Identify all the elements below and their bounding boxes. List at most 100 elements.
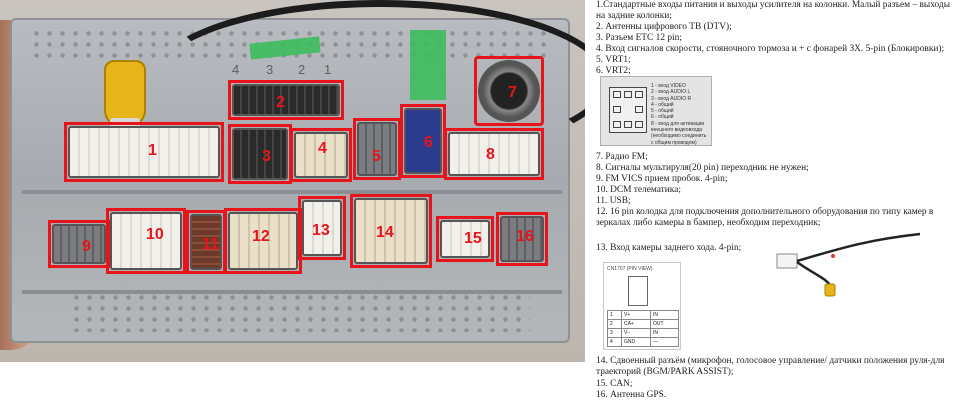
legend-line: 3 - вход AUDIO R bbox=[651, 95, 692, 102]
connector-12 bbox=[228, 212, 298, 270]
marker-4: 4 bbox=[318, 140, 327, 157]
plug-diagram bbox=[609, 87, 647, 133]
connector-5 bbox=[357, 122, 397, 176]
marker-box-2 bbox=[228, 80, 344, 120]
camera-adapter-cable-image bbox=[776, 232, 921, 297]
pin-label-4: 4 bbox=[232, 62, 240, 77]
marker-3: 3 bbox=[262, 148, 271, 165]
panel-rail-1 bbox=[22, 190, 562, 194]
note-item: 11. USB; bbox=[596, 196, 631, 206]
connector-2 bbox=[232, 84, 340, 116]
notes-mid: 7. Радио FM; 8. Сигналы мультируля(20 pi… bbox=[596, 152, 958, 229]
marker-box-7 bbox=[474, 56, 544, 126]
note-item: 1.Стандартные входы питания и выходы уси… bbox=[596, 0, 951, 21]
pin-label-3: 3 bbox=[266, 62, 274, 77]
notes-top: 1.Стандартные входы питания и выходы уси… bbox=[596, 0, 958, 77]
av-input-legend: 1 - вход VIDEO 2 - вход AUDIO L 3 - вход… bbox=[600, 76, 712, 146]
connector-9 bbox=[52, 224, 106, 264]
connector-4 bbox=[294, 132, 348, 178]
connector-15 bbox=[440, 220, 490, 258]
legend-line: 6 - общий bbox=[651, 114, 674, 121]
marker-box-10 bbox=[106, 208, 186, 274]
marker-10: 10 bbox=[146, 226, 164, 243]
legend-line: внешнего видеовхода bbox=[651, 127, 703, 134]
marker-7: 7 bbox=[508, 84, 517, 101]
marker-box-5 bbox=[353, 118, 401, 180]
note-item: 2. Антенны цифрового ТВ (DTV); bbox=[596, 22, 732, 32]
pin-label-2: 2 bbox=[298, 62, 306, 77]
marker-1: 1 bbox=[148, 142, 157, 159]
camera-cable bbox=[150, 0, 585, 160]
marker-15: 15 bbox=[464, 230, 482, 247]
marker-5: 5 bbox=[372, 148, 381, 165]
marker-16: 16 bbox=[516, 228, 534, 245]
legend-line: 8 - вход для активации bbox=[651, 120, 705, 127]
note-item: 5. VRT1; bbox=[596, 55, 631, 65]
connector-6 bbox=[404, 108, 442, 174]
connector-11 bbox=[190, 214, 222, 270]
marker-box-15 bbox=[436, 216, 494, 262]
connector-3 bbox=[232, 128, 288, 180]
vent-holes-bottom bbox=[70, 292, 530, 332]
note-item: 16. Антенна GPS. bbox=[596, 390, 667, 401]
note-item: 3. Разъем ETC 12 pin; bbox=[596, 33, 682, 43]
note-item: 9. FM VICS прием пробок. 4-pin; bbox=[596, 174, 728, 184]
marker-8: 8 bbox=[486, 146, 495, 163]
marker-box-9 bbox=[48, 220, 110, 268]
connector-14 bbox=[354, 198, 428, 264]
pin-table-caption: CN1707 (PIN VIEW) bbox=[607, 266, 653, 272]
legend-line: (необходимо соединить bbox=[651, 133, 707, 140]
note-item: 10. DCM телематика; bbox=[596, 185, 681, 195]
connector-7 bbox=[478, 60, 540, 122]
marker-box-4 bbox=[290, 128, 352, 182]
note-item: 4. Вход сигналов скорости, стояночного т… bbox=[596, 44, 945, 54]
connector-16 bbox=[500, 216, 544, 262]
marker-6: 6 bbox=[424, 134, 433, 151]
panel-rail-2 bbox=[22, 290, 562, 294]
note-item: 15. CAN; bbox=[596, 378, 633, 389]
adapter-wire-mark bbox=[831, 254, 835, 258]
marker-box-6 bbox=[400, 104, 446, 178]
marker-12: 12 bbox=[252, 228, 270, 245]
connector-1 bbox=[68, 126, 220, 178]
marker-11: 11 bbox=[202, 236, 219, 253]
legend-line: 4 - общий bbox=[651, 101, 674, 108]
marker-box-8 bbox=[444, 128, 544, 180]
marker-14: 14 bbox=[376, 224, 394, 241]
marker-box-13 bbox=[298, 196, 346, 260]
legend-line: 1 - вход VIDEO bbox=[651, 83, 686, 89]
adapter-plug bbox=[776, 253, 798, 269]
note-item: 7. Радио FM; bbox=[596, 152, 648, 162]
note-item: 14. Сдвоенный разъём (микрофон, голосово… bbox=[596, 356, 945, 378]
connector-10 bbox=[110, 212, 182, 270]
marker-9: 9 bbox=[82, 238, 91, 255]
adapter-rca bbox=[824, 283, 836, 297]
legend-list: 1 - вход VIDEO 2 - вход AUDIO L 3 - вход… bbox=[651, 83, 706, 146]
marker-box-14 bbox=[350, 194, 432, 268]
note-item: 6. VRT2; bbox=[596, 66, 631, 76]
marker-box-16 bbox=[496, 212, 548, 266]
marker-13: 13 bbox=[312, 222, 330, 239]
connector-8 bbox=[448, 132, 540, 176]
marker-2: 2 bbox=[276, 94, 285, 111]
legend-line: 2 - вход AUDIO L bbox=[651, 89, 691, 96]
note-item-13: 13. Вход камеры заднего хода. 4-pin; bbox=[596, 243, 742, 253]
marker-box-3 bbox=[228, 124, 292, 184]
marker-box-1 bbox=[64, 122, 224, 182]
head-unit-photo: 4 3 2 1 1 2 3 4 5 6 7 8 9 10 11 12 13 14… bbox=[0, 0, 585, 362]
notes-bottom: 14. Сдвоенный разъём (микрофон, голосово… bbox=[596, 356, 958, 402]
note-item: 12. 16 pin колодка для подключения допол… bbox=[596, 207, 934, 228]
pin-view-diagram bbox=[628, 276, 648, 306]
legend-line: с общим проводом) bbox=[651, 139, 697, 146]
adapter-wire-1 bbox=[796, 232, 921, 263]
legend-line: 5 - общий bbox=[651, 108, 674, 115]
note-item: 8. Сигналы мультируля(20 pin) переходник… bbox=[596, 163, 809, 173]
connector-13 bbox=[302, 200, 342, 256]
pin-label-1: 1 bbox=[324, 62, 332, 77]
